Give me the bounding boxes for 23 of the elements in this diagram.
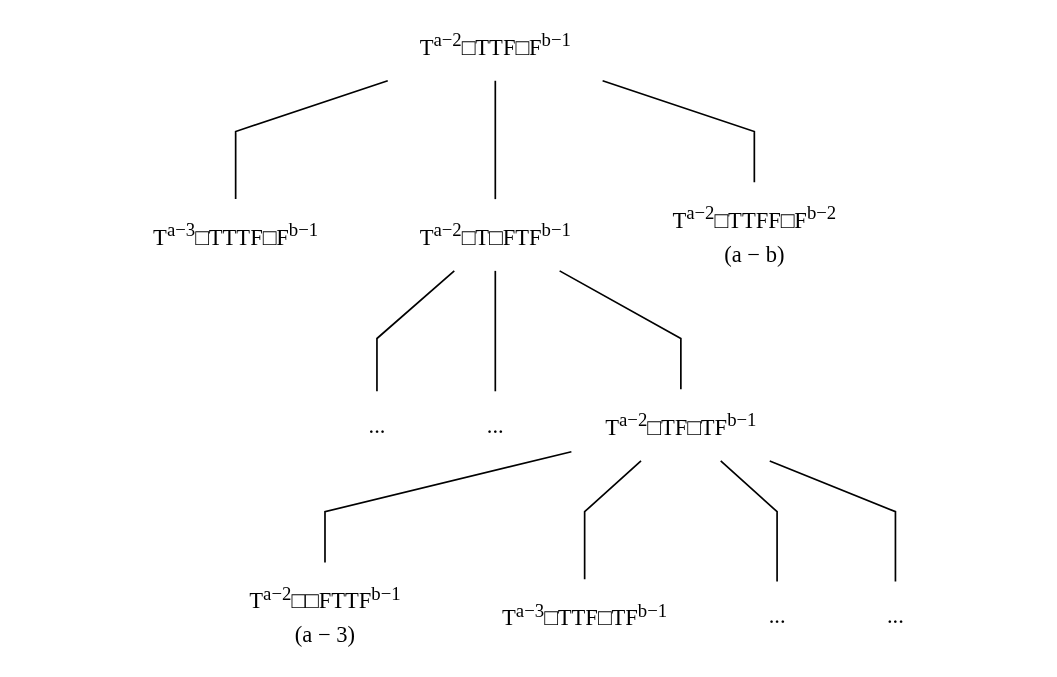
node-text: T$^{a−2}$□TTF□F$^{b−1}$ [419,29,571,60]
connector [494,79,497,200]
node-text: T$^{a−2}$□□FTTF$^{b−1}$ [249,582,401,613]
node-text: T$^{a−3}$□TTTF□F$^{b−1}$ [153,219,319,250]
node-text: T$^{a−3}$□TTF□TF$^{b−1}$ [502,599,668,630]
node-text: ... [486,412,504,438]
connector [583,460,642,581]
node-label: (a − 3) [294,621,356,647]
node-label: (a − b) [724,241,785,267]
connector [376,270,456,393]
connector [719,460,778,583]
connector [494,270,497,393]
node-text: T$^{a−2}$□TTFF□F$^{b−2}$ [672,202,837,233]
node-text: ... [886,602,904,628]
node-text: ... [368,412,386,438]
node-text: ... [768,602,786,628]
connector [601,79,756,184]
node-text: T$^{a−2}$□T□FTF$^{b−1}$ [419,219,571,250]
connector [558,270,682,391]
node-text: T$^{a−2}$□TF□TF$^{b−1}$ [605,409,757,440]
connector [234,79,389,200]
connector [324,450,573,564]
connector [768,460,897,583]
